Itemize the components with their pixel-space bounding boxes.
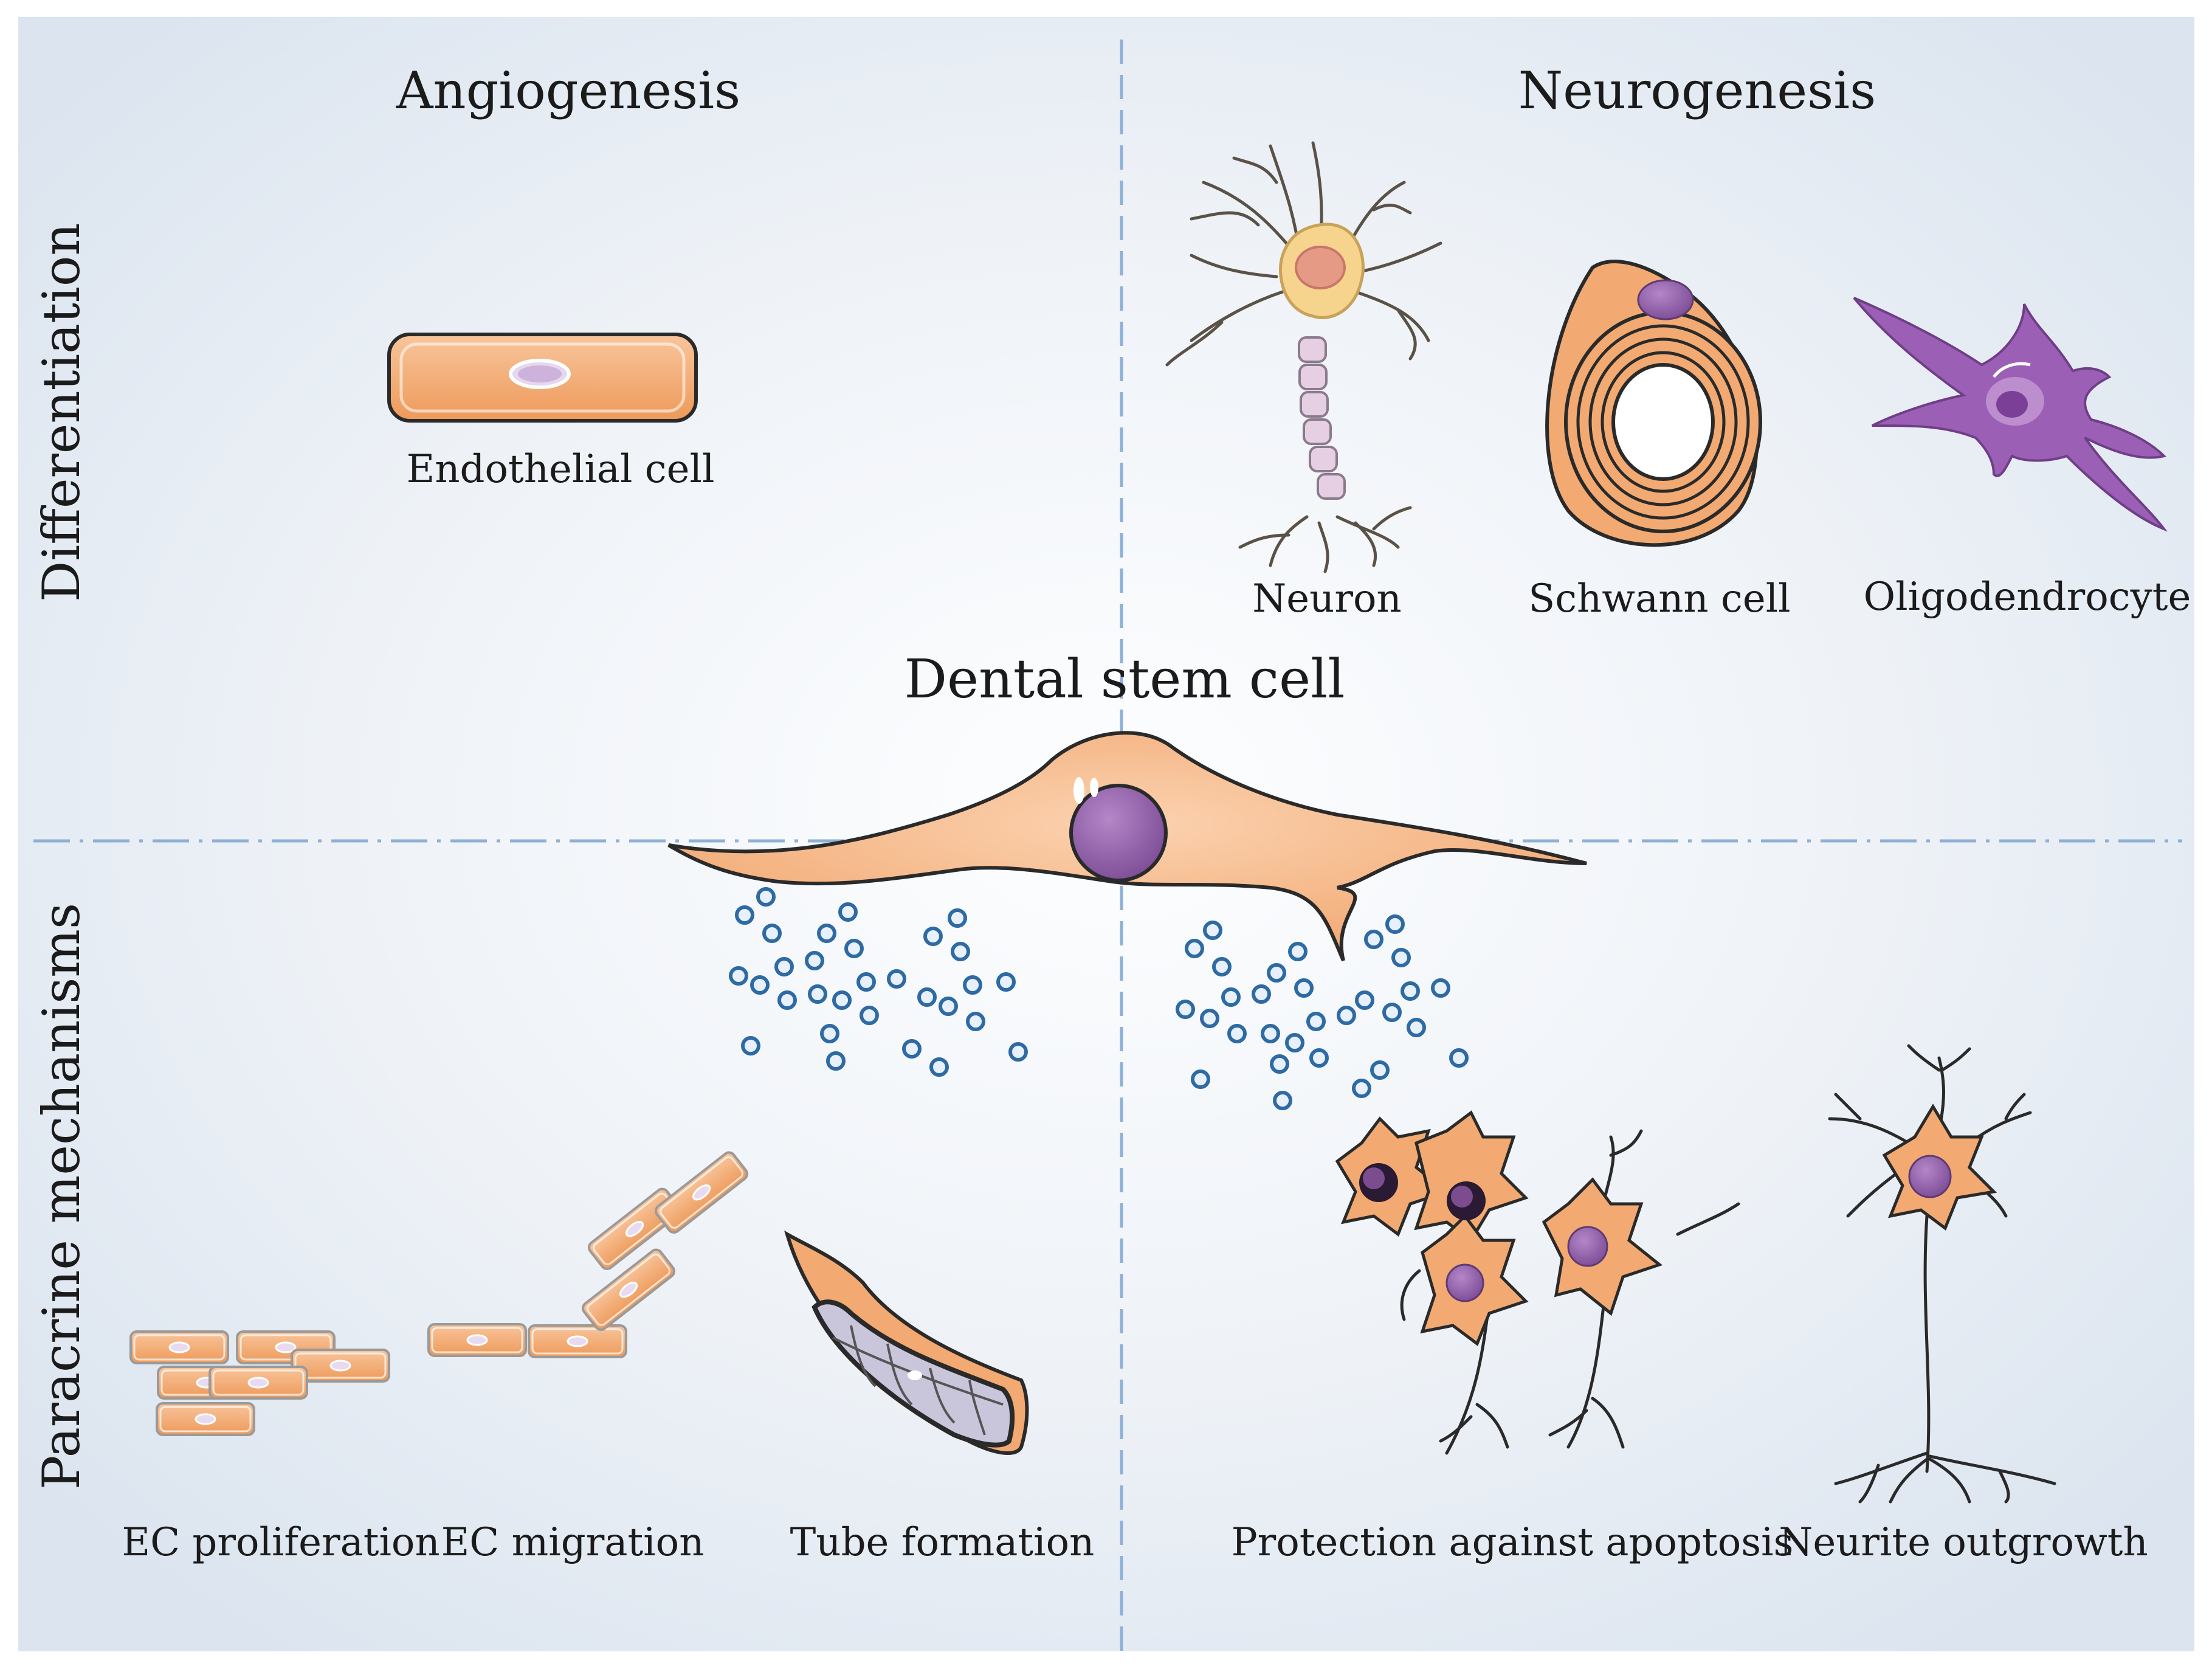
row-label-differentiation: Differentiation [32, 223, 91, 602]
neurite-outgrowth-illustration [1828, 1044, 2056, 1504]
column-header-angiogenesis: Angiogenesis [396, 61, 741, 120]
label-ec-migration: EC migration [441, 1520, 705, 1565]
label-schwann-cell: Schwann cell [1528, 576, 1791, 621]
neuron-illustration [1165, 141, 1442, 573]
label-protection-against-apoptosis: Protection against apoptosis [1231, 1520, 1794, 1565]
center-title: Dental stem cell [904, 648, 1345, 710]
neurons-protection-illustration [1335, 1110, 1740, 1455]
label-oligodendrocyte: Oligodendrocyte [1863, 575, 2191, 620]
label-endothelial-cell: Endothelial cell [406, 447, 715, 492]
label-tube-formation: Tube formation [790, 1520, 1095, 1565]
label-neurite-outgrowth: Neurite outgrowth [1779, 1520, 2148, 1565]
column-header-neurogenesis: Neurogenesis [1518, 61, 1876, 120]
tube-formation-illustration [784, 1230, 1029, 1455]
label-neuron: Neuron [1252, 576, 1402, 621]
schwann-cell-illustration [1545, 260, 1762, 547]
endothelial-cell-illustration [387, 333, 698, 423]
dental-stem-cell-illustration [667, 731, 1587, 962]
row-label-paracrine: Paracrine mechanisms [32, 902, 91, 1490]
oligodendrocyte-illustration [1853, 297, 2168, 532]
label-ec-proliferation: EC proliferation [122, 1520, 440, 1565]
